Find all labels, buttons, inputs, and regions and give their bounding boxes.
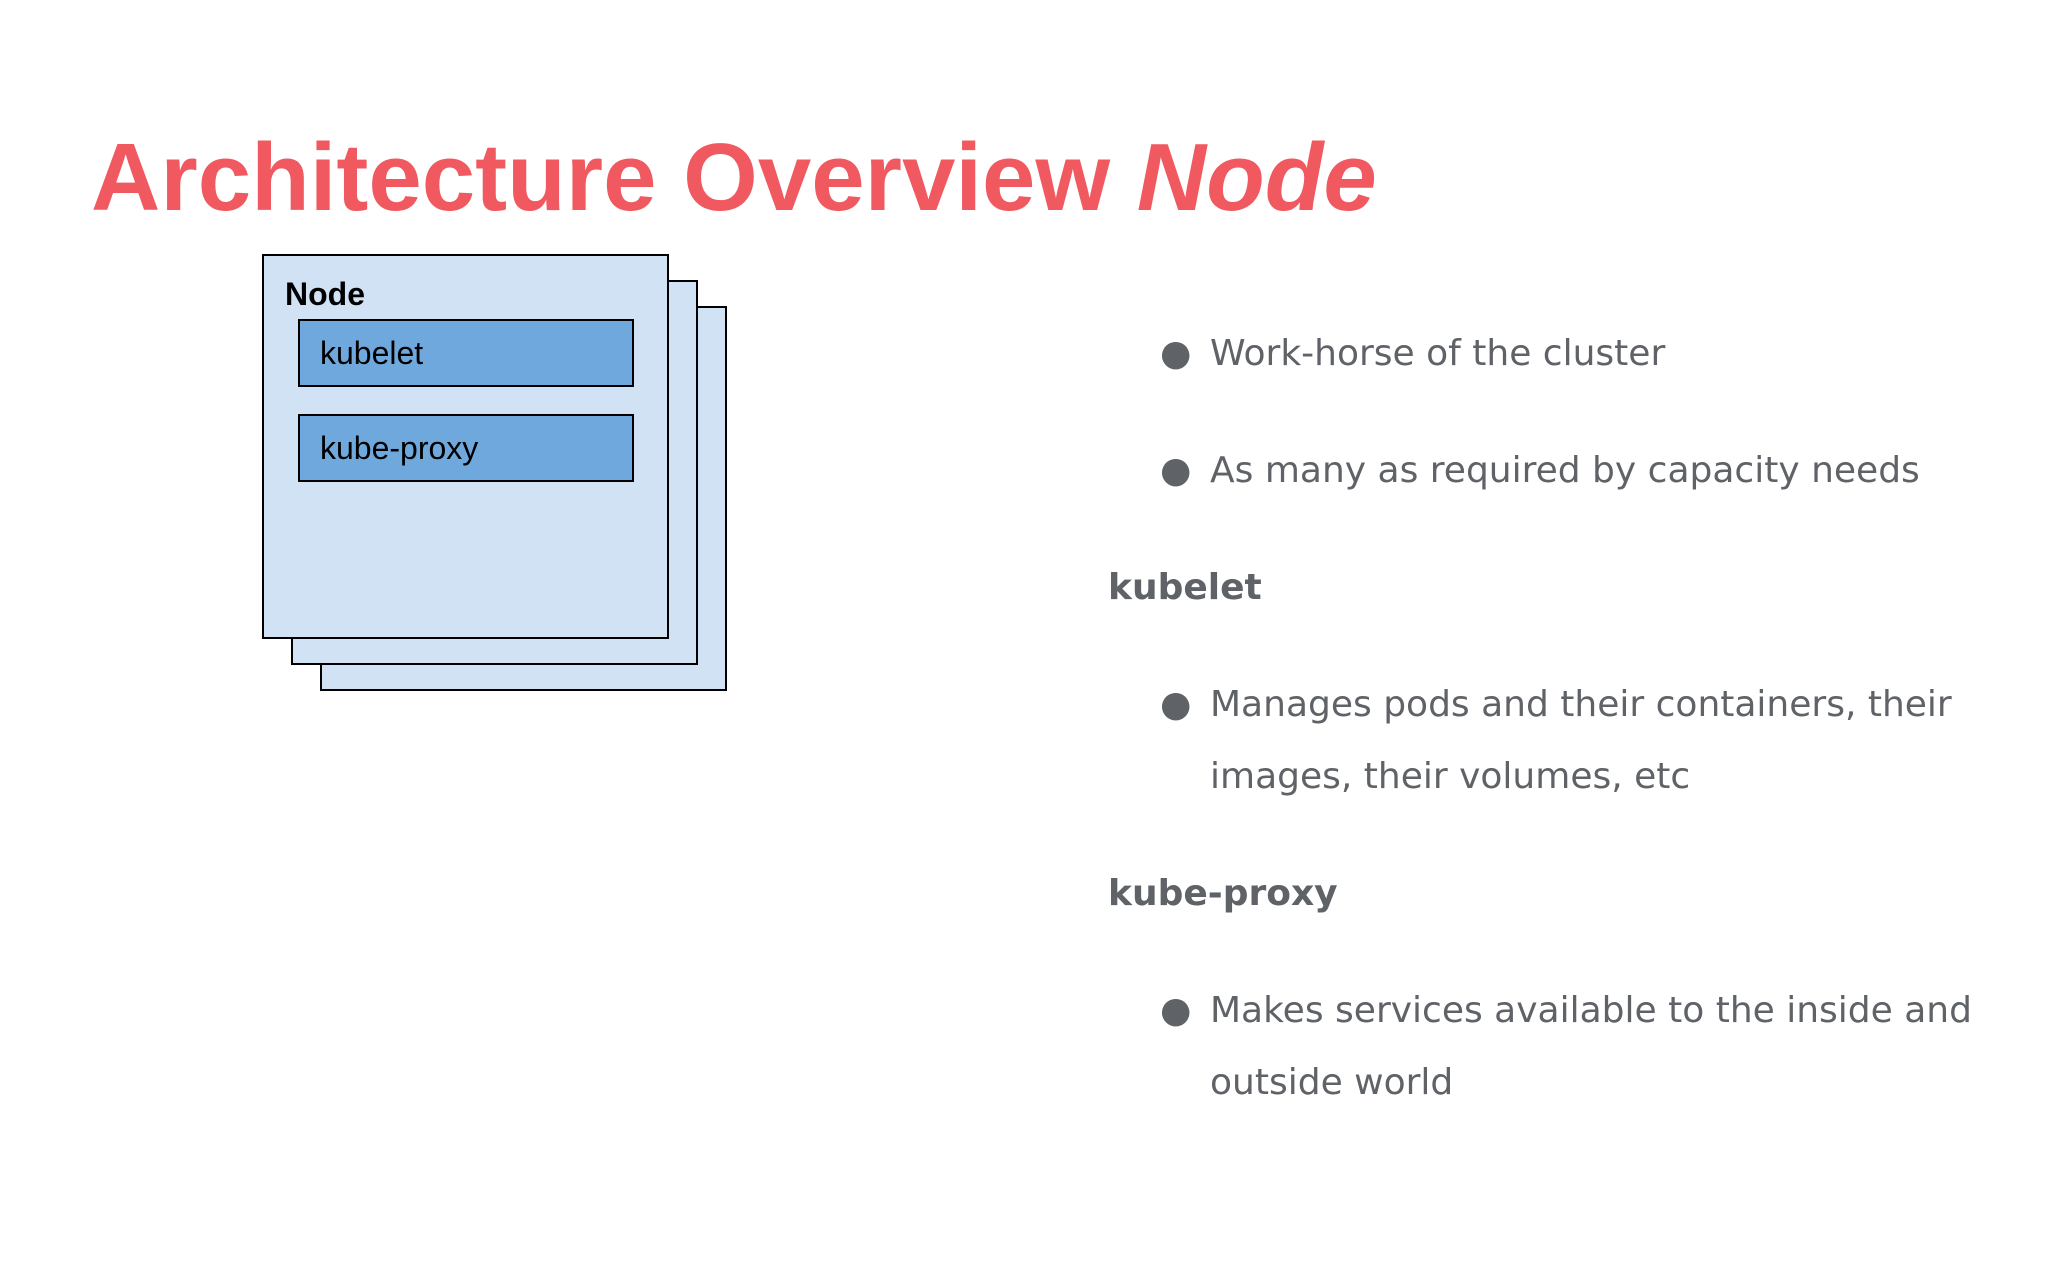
bullet-text: Manages pods and their containers, their… xyxy=(1210,684,1952,797)
title-main: Architecture Overview xyxy=(91,124,1111,231)
bullet-dot-icon: ● xyxy=(1160,990,1192,1031)
kubelet-box: kubelet xyxy=(298,319,634,387)
bullet-item: ● Makes services available to the inside … xyxy=(1108,975,2008,1119)
section-heading-kube-proxy: kube-proxy xyxy=(1108,873,1338,914)
bullet-item: ● Manages pods and their containers, thei… xyxy=(1108,669,2008,813)
kube-proxy-box: kube-proxy xyxy=(298,414,634,482)
node-card-front: Node kubelet kube-proxy xyxy=(262,254,669,639)
bullet-dot-icon: ● xyxy=(1160,333,1192,374)
description-panel: ● Work-horse of the cluster ● As many as r… xyxy=(1108,318,2008,1119)
bullet-dot-icon: ● xyxy=(1160,450,1192,491)
slide-title: Architecture Overview Node xyxy=(91,118,1377,238)
bullet-text: Work-horse of the cluster xyxy=(1210,333,1666,374)
bullet-item: ● As many as required by capacity needs xyxy=(1108,435,2008,507)
bullet-item: ● Work-horse of the cluster xyxy=(1108,318,2008,390)
bullet-dot-icon: ● xyxy=(1160,684,1192,725)
bullet-text: Makes services available to the inside a… xyxy=(1210,990,1972,1103)
title-emphasis: Node xyxy=(1136,124,1377,231)
node-label: Node xyxy=(285,276,365,312)
section-heading-kubelet: kubelet xyxy=(1108,567,1262,608)
bullet-text: As many as required by capacity needs xyxy=(1210,450,1920,491)
